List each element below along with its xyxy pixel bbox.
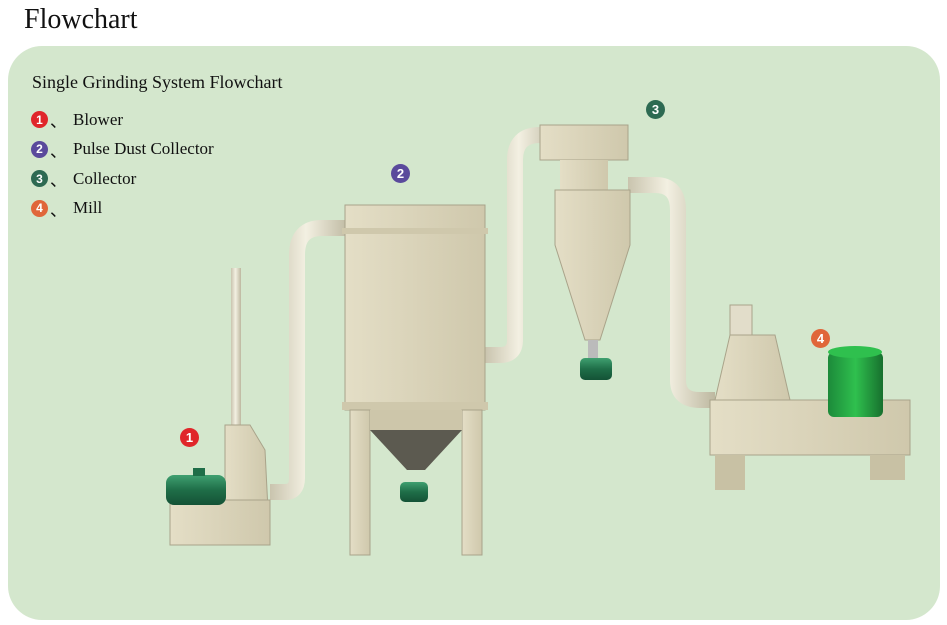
- marker-collector: 3: [646, 100, 665, 119]
- pipe-cyclone-to-mill: [628, 177, 715, 408]
- number-badge: 1: [31, 111, 48, 129]
- cyclone-collector-machine: [539, 124, 631, 380]
- legend-label: Pulse Dust Collector: [73, 139, 214, 159]
- pulse-dust-collector-machine: [342, 204, 488, 556]
- number-badge: 4: [31, 199, 48, 217]
- legend-label: Mill: [73, 198, 103, 218]
- legend-label: Collector: [73, 168, 137, 188]
- diagram-subtitle: Single Grinding System Flowchart: [32, 72, 283, 92]
- mill-machine: [709, 304, 911, 490]
- pipe-blower-to-collector: [270, 220, 350, 500]
- marker-blower: 1: [180, 428, 199, 447]
- number-badge: 2: [31, 140, 48, 158]
- marker-mill: 4: [811, 329, 830, 348]
- blower-machine: [166, 424, 271, 546]
- legend-item-mill: 4 、 Mill: [31, 194, 214, 224]
- number-badge: 3: [31, 170, 48, 188]
- legend-item-collector: 3 、 Collector: [31, 164, 214, 194]
- page-title: Flowchart: [24, 4, 138, 35]
- separator: 、: [50, 171, 67, 191]
- separator: 、: [50, 200, 67, 220]
- separator: 、: [50, 112, 67, 132]
- legend: 1 、 Blower 2 、 Pulse Dust Collector 3 、 …: [31, 105, 214, 223]
- separator: 、: [50, 141, 67, 161]
- legend-item-blower: 1 、 Blower: [31, 105, 214, 135]
- legend-label: Blower: [73, 109, 124, 129]
- legend-item-pulse-dust-collector: 2 、 Pulse Dust Collector: [31, 135, 214, 165]
- marker-pulse-dust-collector: 2: [391, 164, 410, 183]
- blower-exhaust-stack: [231, 268, 241, 428]
- pipe-collector-to-cyclone: [485, 127, 560, 363]
